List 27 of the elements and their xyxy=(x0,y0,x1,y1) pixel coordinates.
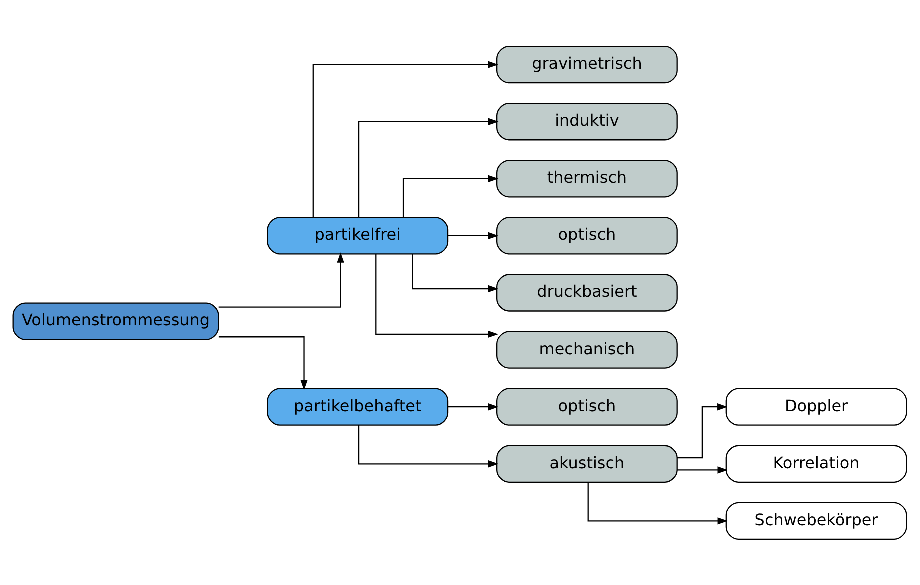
arrow xyxy=(358,118,499,218)
node-box: Doppler xyxy=(726,388,908,426)
node-box: druckbasiert xyxy=(496,274,678,312)
arrow xyxy=(358,424,499,468)
node-box: thermisch xyxy=(496,160,678,198)
arrow xyxy=(402,174,499,218)
node-box: akustisch xyxy=(496,444,678,482)
node-box: mechanisch xyxy=(496,330,678,368)
arrow xyxy=(218,336,308,390)
node-box: gravimetrisch xyxy=(496,46,678,84)
arrow xyxy=(448,403,499,410)
node-box: optisch xyxy=(496,388,678,426)
arrow xyxy=(412,254,499,292)
node-box: partikelfrei xyxy=(267,216,449,254)
arrow xyxy=(678,466,728,474)
node-box: induktiv xyxy=(496,102,678,140)
arrow xyxy=(588,482,728,524)
node-box: Korrelation xyxy=(726,444,908,482)
node-box: optisch xyxy=(496,216,678,254)
node-box: partikelbehaftet xyxy=(267,388,449,426)
arrow xyxy=(218,252,344,308)
arrow xyxy=(312,60,499,218)
node-box: Volumenstrommessung xyxy=(12,302,220,340)
arrow xyxy=(376,254,499,338)
arrow xyxy=(448,232,499,240)
node-box: Schwebekörper xyxy=(726,502,908,540)
arrow xyxy=(677,403,728,458)
